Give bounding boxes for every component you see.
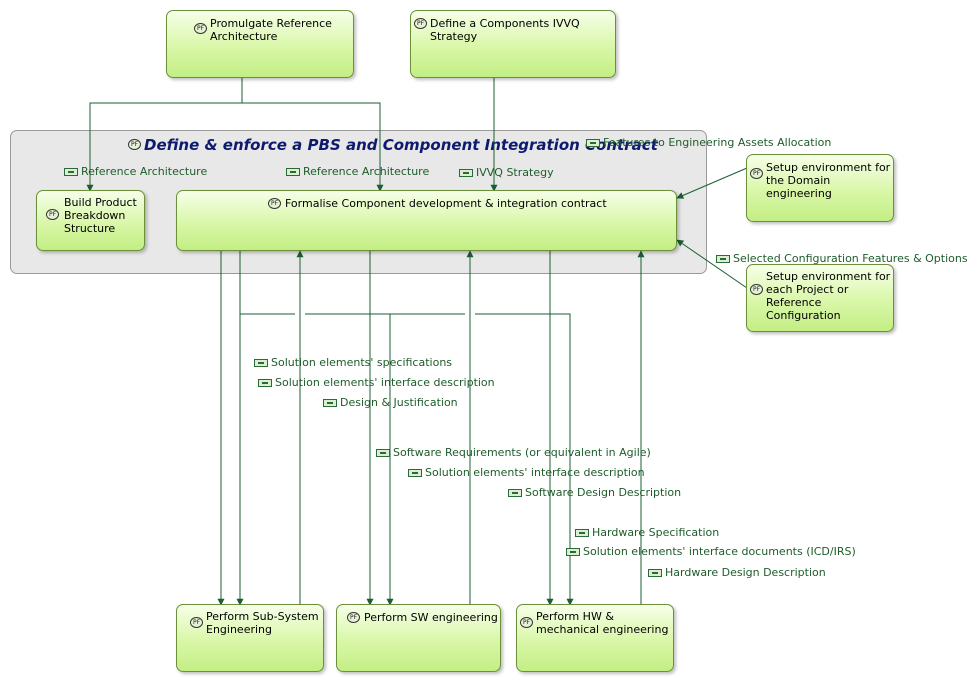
task-label: Formalise Component development & integr…: [285, 197, 607, 210]
task-hw-engineering[interactable]: Perform HW & mechanical engineering: [516, 604, 674, 672]
artifact-icon: [459, 169, 473, 177]
artifact-icon: [64, 168, 78, 176]
task-define-ivvq-strategy[interactable]: Define a Components IVVQ Strategy: [410, 10, 616, 78]
artifact-solution-specifications: Solution elements' specifications: [254, 356, 452, 369]
wire-setup-project: [676, 239, 748, 289]
artifact-icon: [716, 255, 730, 263]
process-icon: [414, 18, 427, 29]
wire-promulgate-formalise: [242, 102, 384, 192]
artifact-selected-configuration: Selected Configuration Features & Option…: [716, 252, 968, 265]
process-icon: [194, 23, 207, 34]
artifact-hardware-design-description: Hardware Design Description: [648, 566, 826, 579]
task-label: Setup environment for each Project or Re…: [766, 270, 891, 322]
task-label: Perform Sub-System Engineering: [206, 610, 319, 636]
artifact-icon: [566, 548, 580, 556]
task-formalise-contract[interactable]: Formalise Component development & integr…: [176, 190, 677, 251]
wire-setup-domain: [676, 167, 748, 199]
artifact-software-requirements: Software Requirements (or equivalent in …: [376, 446, 651, 459]
task-label: Perform HW & mechanical engineering: [536, 610, 669, 636]
artifact-hardware-specification: Hardware Specification: [575, 526, 719, 539]
artifact-design-justification: Design & Justification: [323, 396, 458, 409]
process-icon: [750, 284, 763, 295]
artifact-solution-interface-description: Solution elements' interface description: [408, 466, 645, 479]
artifact-icon: [648, 569, 662, 577]
artifact-icon: [286, 168, 300, 176]
wire-split: [240, 313, 570, 605]
task-build-pbs[interactable]: Build Product Breakdown Structure: [36, 190, 145, 251]
task-setup-project-env[interactable]: Setup environment for each Project or Re…: [746, 264, 894, 332]
artifact-reference-architecture: Reference Architecture: [64, 165, 207, 178]
artifact-icon: [323, 399, 337, 407]
artifact-reference-architecture: Reference Architecture: [286, 165, 429, 178]
process-icon: [128, 139, 141, 150]
process-icon: [46, 209, 59, 220]
process-icon: [750, 168, 763, 179]
group-title-text: Define & enforce a PBS and Component Int…: [144, 136, 658, 154]
task-label: Setup environment for the Domain enginee…: [766, 161, 891, 200]
artifact-icon: [254, 359, 268, 367]
task-label: Perform SW engineering: [364, 611, 498, 624]
task-sw-engineering[interactable]: Perform SW engineering: [336, 604, 501, 672]
artifact-software-design-description: Software Design Description: [508, 486, 681, 499]
task-label: Promulgate Reference Architecture: [210, 17, 332, 43]
artifact-solution-interface-description: Solution elements' interface description: [258, 376, 495, 389]
artifact-features-allocation: Features to Engineering Assets Allocatio…: [586, 136, 831, 149]
artifact-icon: [376, 449, 390, 457]
artifact-icon: [586, 139, 600, 147]
process-icon: [268, 198, 281, 209]
artifact-interface-documents: Solution elements' interface documents (…: [566, 545, 856, 558]
process-icon: [190, 617, 203, 628]
wire-promulgate-build: [86, 78, 243, 192]
task-subsystem-engineering[interactable]: Perform Sub-System Engineering: [176, 604, 324, 672]
process-icon: [347, 612, 360, 623]
task-promulgate-reference-architecture[interactable]: Promulgate Reference Architecture: [166, 10, 354, 78]
artifact-ivvq-strategy: IVVQ Strategy: [459, 166, 554, 179]
task-setup-domain-env[interactable]: Setup environment for the Domain enginee…: [746, 154, 894, 222]
artifact-icon: [575, 529, 589, 537]
process-icon: [520, 617, 533, 628]
task-label: Define a Components IVVQ Strategy: [430, 17, 580, 43]
artifact-icon: [408, 469, 422, 477]
task-label: Build Product Breakdown Structure: [64, 196, 137, 235]
artifact-icon: [258, 379, 272, 387]
artifact-icon: [508, 489, 522, 497]
